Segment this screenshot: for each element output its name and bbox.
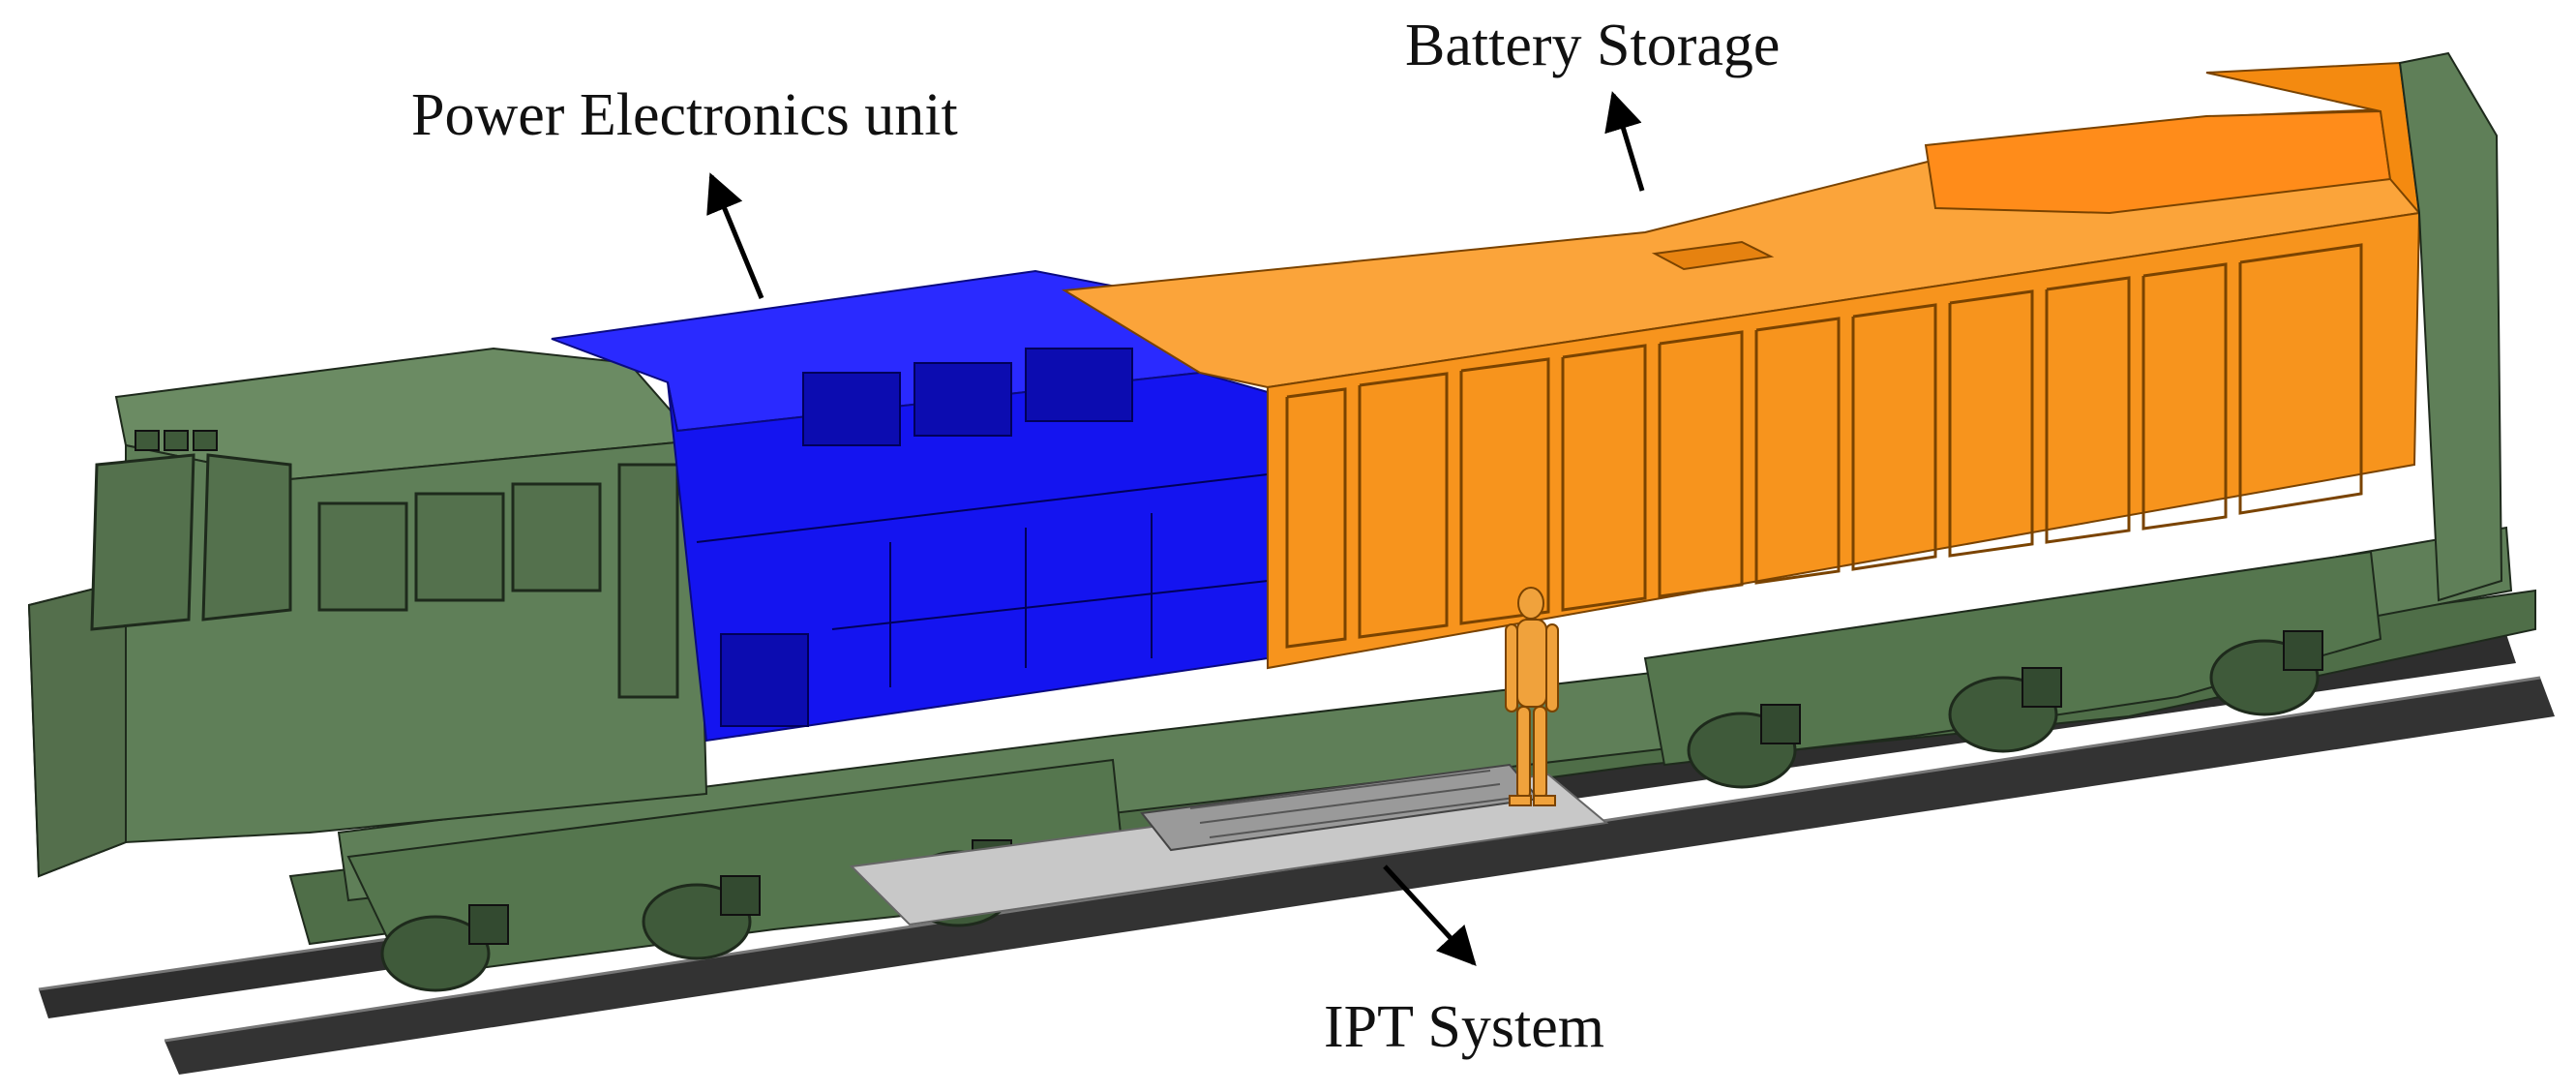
ipt-system: [849, 763, 1609, 926]
underframe: [288, 526, 2536, 992]
battery-storage: [1061, 61, 2450, 670]
rail-front: [165, 678, 2555, 1075]
power-electronics-unit: [551, 269, 1269, 743]
human-figure: [1505, 587, 1559, 806]
battery-storage-label: Battery Storage: [1405, 13, 1781, 78]
battery-end: [2205, 61, 2421, 217]
rear-bogie: [1643, 550, 2382, 767]
battery-side: [1267, 211, 2421, 670]
pe-panels: [696, 473, 1269, 687]
power-electronics-label: Power Electronics unit: [411, 82, 958, 148]
arrow-battery-storage: [1604, 91, 1645, 192]
battery-hatch: [1651, 240, 1775, 271]
cab: [27, 347, 708, 878]
pe-vents: [720, 348, 1133, 727]
ipt-system-label: IPT System: [1324, 994, 1604, 1060]
arrow-ipt-system: [1383, 864, 1477, 966]
arrow-power-electronics: [706, 172, 764, 299]
cab-windows: [90, 453, 679, 699]
rear-end: [2398, 51, 2503, 602]
headlights: [135, 430, 218, 451]
battery-panels: [1285, 243, 2363, 649]
ipt-coil-lines: [1189, 770, 1515, 838]
